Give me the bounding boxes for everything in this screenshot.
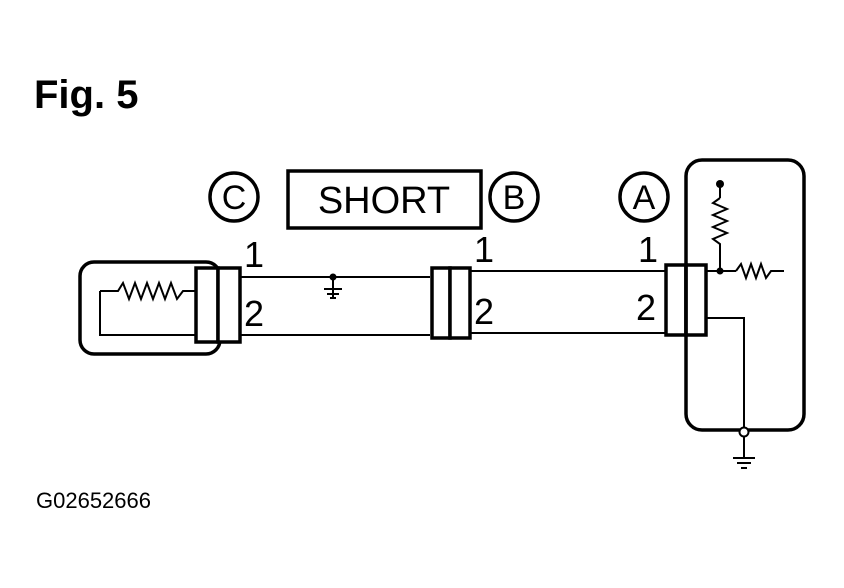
figure-code: G02652666 bbox=[36, 488, 151, 513]
svg-text:C: C bbox=[222, 179, 247, 217]
svg-text:SHORT: SHORT bbox=[318, 180, 450, 222]
pin-label-b2: 2 bbox=[474, 291, 494, 332]
connector-a-label: A bbox=[618, 171, 670, 223]
pin-label-c2: 2 bbox=[244, 293, 264, 334]
pin-label-a2: 2 bbox=[636, 287, 656, 328]
svg-text:A: A bbox=[633, 179, 656, 217]
connector-b-label: B bbox=[488, 171, 540, 223]
input-resistor bbox=[735, 261, 784, 281]
connector-c-label: C bbox=[208, 171, 260, 223]
short-label: SHORT bbox=[286, 169, 483, 230]
figure-title: Fig. 5 bbox=[34, 73, 138, 117]
left-resistor bbox=[100, 280, 200, 302]
ground-icon bbox=[733, 426, 755, 469]
connector-b bbox=[430, 266, 472, 340]
pin-label-a1: 1 bbox=[638, 229, 658, 270]
pin2-ground-wire bbox=[706, 317, 745, 432]
svg-text:B: B bbox=[503, 179, 526, 217]
short-ground-icon bbox=[324, 273, 342, 299]
pin-label-c1: 1 bbox=[244, 234, 264, 275]
connector-c bbox=[194, 266, 242, 344]
pin-label-b1: 1 bbox=[474, 229, 494, 270]
pullup-resistor bbox=[710, 197, 730, 271]
left-loop-wire bbox=[99, 291, 200, 336]
